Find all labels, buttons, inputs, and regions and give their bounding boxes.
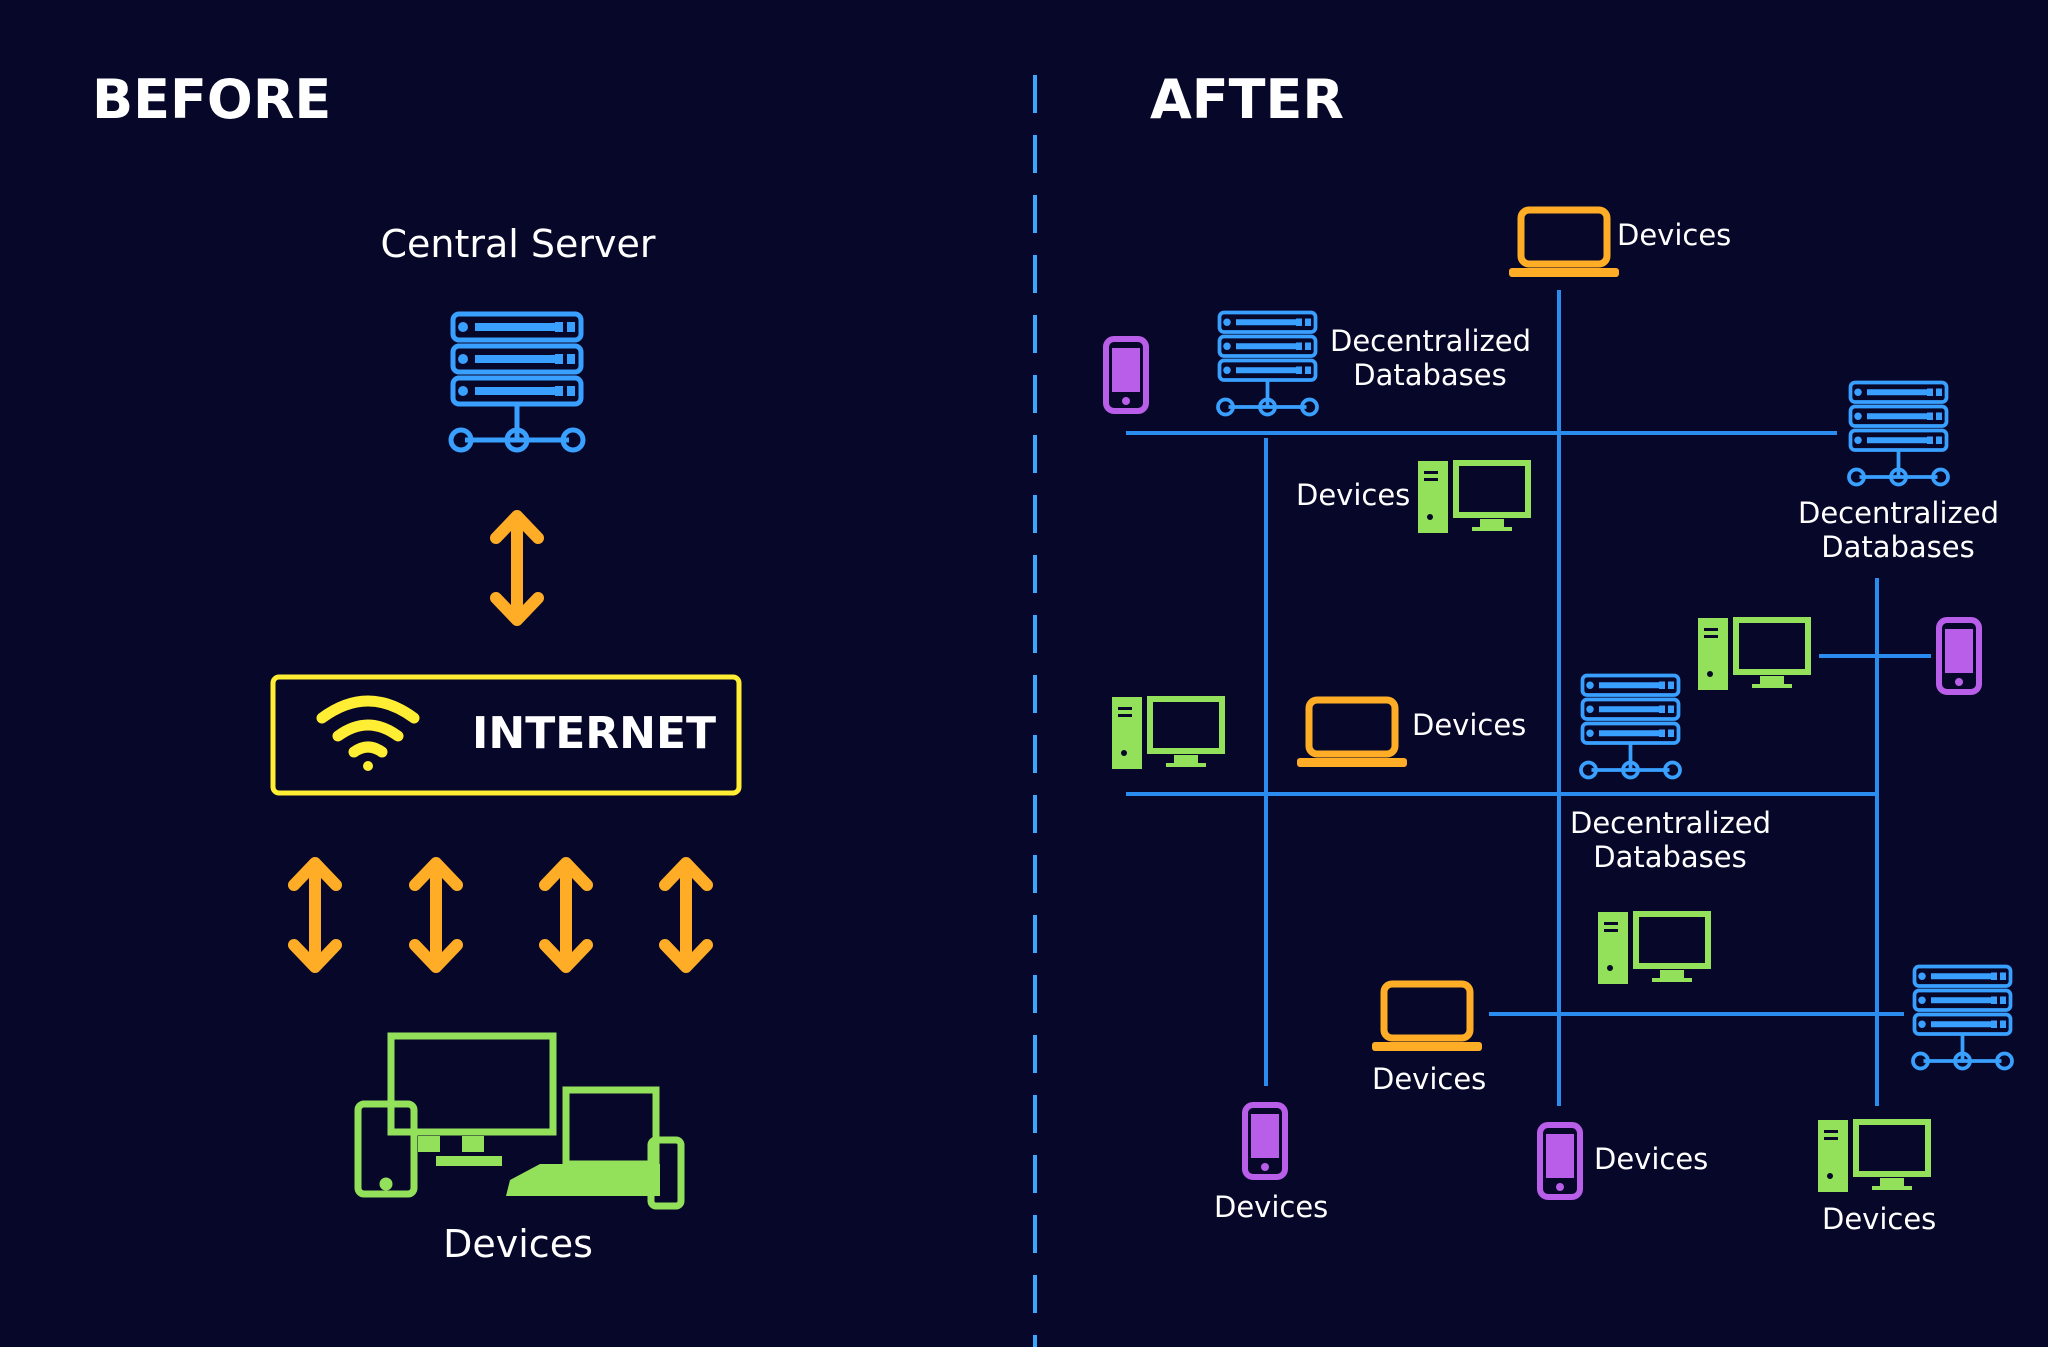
after-devices-label-4: Devices xyxy=(1372,1062,1487,1096)
after-desktop-left-icon xyxy=(1112,697,1222,769)
after-server-topleft-icon xyxy=(1216,310,1319,417)
after-laptop-mid-icon xyxy=(1297,700,1407,767)
wifi-icon xyxy=(316,695,420,771)
after-db-label-topright: Decentralized Databases xyxy=(1798,496,1999,564)
devices-cluster-icon xyxy=(354,1032,685,1210)
internet-device-arrow-2-icon xyxy=(415,863,457,967)
after-phone-bottom-2-icon xyxy=(1540,1125,1580,1197)
after-desktop-bottom-icon xyxy=(1818,1120,1928,1192)
after-desktop-lower-icon xyxy=(1598,912,1708,984)
internet-box xyxy=(270,674,742,796)
after-server-lowerright-icon xyxy=(1911,964,2014,1071)
after-desktop-2-icon xyxy=(1698,618,1808,690)
central-server-label: Central Server xyxy=(380,222,656,266)
after-laptop-top-icon xyxy=(1509,210,1619,277)
after-laptop-lower-icon xyxy=(1372,984,1482,1051)
server-internet-arrow-icon xyxy=(496,516,538,620)
after-devices-label-7: Devices xyxy=(1822,1202,1937,1236)
internet-device-arrow-3-icon xyxy=(545,863,587,967)
after-server-mid-icon xyxy=(1579,673,1682,780)
central-server-icon xyxy=(451,314,583,450)
after-db-label-topleft: Decentralized Databases xyxy=(1330,324,1531,392)
after-desktop-1-icon xyxy=(1418,461,1528,533)
after-server-topright-icon xyxy=(1847,380,1950,487)
after-phone-topleft-icon xyxy=(1106,339,1146,411)
after-phone-right-icon xyxy=(1939,620,1979,692)
internet-device-arrow-4-icon xyxy=(665,863,707,967)
after-devices-label-top: Devices xyxy=(1617,218,1732,252)
network-lines xyxy=(1126,290,1931,1106)
after-devices-label-3: Devices xyxy=(1412,708,1527,742)
after-devices-label-2: Devices xyxy=(1296,478,1411,512)
internet-device-arrow-1-icon xyxy=(294,863,336,967)
internet-label: INTERNET xyxy=(472,708,717,759)
after-heading: AFTER xyxy=(1150,68,1344,131)
after-devices-label-6: Devices xyxy=(1594,1142,1709,1176)
after-devices-label-5: Devices xyxy=(1214,1190,1329,1224)
after-phone-bottom-1-icon xyxy=(1245,1105,1285,1177)
before-heading: BEFORE xyxy=(92,68,332,131)
after-db-label-mid: Decentralized Databases xyxy=(1570,806,1771,874)
before-devices-label: Devices xyxy=(443,1222,593,1266)
